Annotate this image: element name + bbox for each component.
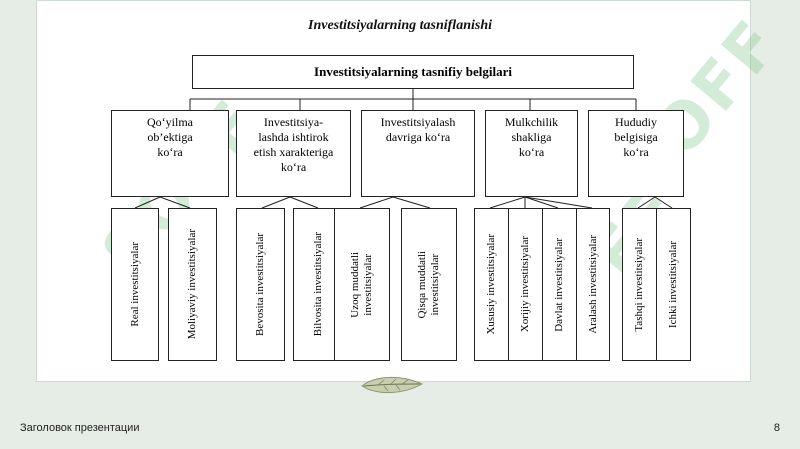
leaf-label: Bevosita investitsiyalar bbox=[254, 233, 266, 336]
category-box: Investitsiya- lashda ishtirok etish xara… bbox=[236, 110, 351, 197]
category-box: Investitsiyalash davriga ko‘ra bbox=[361, 110, 475, 197]
category-box: Qo‘yilma ob’ektiga ko‘ra bbox=[111, 110, 229, 197]
leaf-label: Tashqi investitsiyalar bbox=[633, 237, 645, 332]
leaf-label: Moliyaviy investitsiyalar bbox=[186, 229, 198, 340]
leaf-label: Aralash investitsiyalar bbox=[586, 235, 599, 334]
category-box: Mulkchilik shakliga ko‘ra bbox=[485, 110, 578, 197]
leaf-box: Uzoq muddatli investitsiyalar bbox=[334, 208, 390, 361]
leaf-label: Ichki investitsiyalar bbox=[667, 240, 679, 329]
leaf-box: Aralash investitsiyalar bbox=[576, 208, 610, 361]
leaf-label: Uzoq muddatli investitsiyalar bbox=[349, 251, 374, 318]
leaf-box: Xususiy investitsiyalar bbox=[474, 208, 509, 361]
leaf-box: Real investitsiyalar bbox=[111, 208, 159, 361]
page-number: 8 bbox=[773, 422, 780, 434]
root-box: Investitsiyalarning tasnifiy belgilari bbox=[192, 55, 634, 89]
leaf-box: Moliyaviy investitsiyalar bbox=[168, 208, 217, 361]
leaf-box: Tashqi investitsiyalar bbox=[622, 208, 657, 361]
leaf-box: Qisqa muddatli investitsiyalar bbox=[401, 208, 457, 361]
leaf-label: Xorijiy investitsiyalar bbox=[519, 236, 531, 333]
leaf-label: Qisqa muddatli investitsiyalar bbox=[416, 250, 441, 319]
footer-presentation-title: Заголовок презентации bbox=[20, 422, 140, 434]
leaf-box: Davlat investitsiyalar bbox=[542, 208, 577, 361]
leaf-label: Bilvosita investitsiyalar bbox=[311, 232, 324, 337]
leaf-label: Real investitsiyalar bbox=[128, 242, 141, 327]
leaf-box: Bevosita investitsiyalar bbox=[236, 208, 285, 361]
leaf-box: Xorijiy investitsiyalar bbox=[508, 208, 543, 361]
leaf-label: Davlat investitsiyalar bbox=[553, 237, 565, 332]
leaf-label: Xususiy investitsiyalar bbox=[485, 234, 497, 335]
diagram-title: Investitsiyalarning tasniflanishi bbox=[308, 18, 492, 33]
leaf-ornament-icon bbox=[361, 376, 424, 394]
leaf-box: Ichki investitsiyalar bbox=[656, 208, 691, 361]
category-box: Hududiy belgisiga ko‘ra bbox=[588, 110, 684, 197]
